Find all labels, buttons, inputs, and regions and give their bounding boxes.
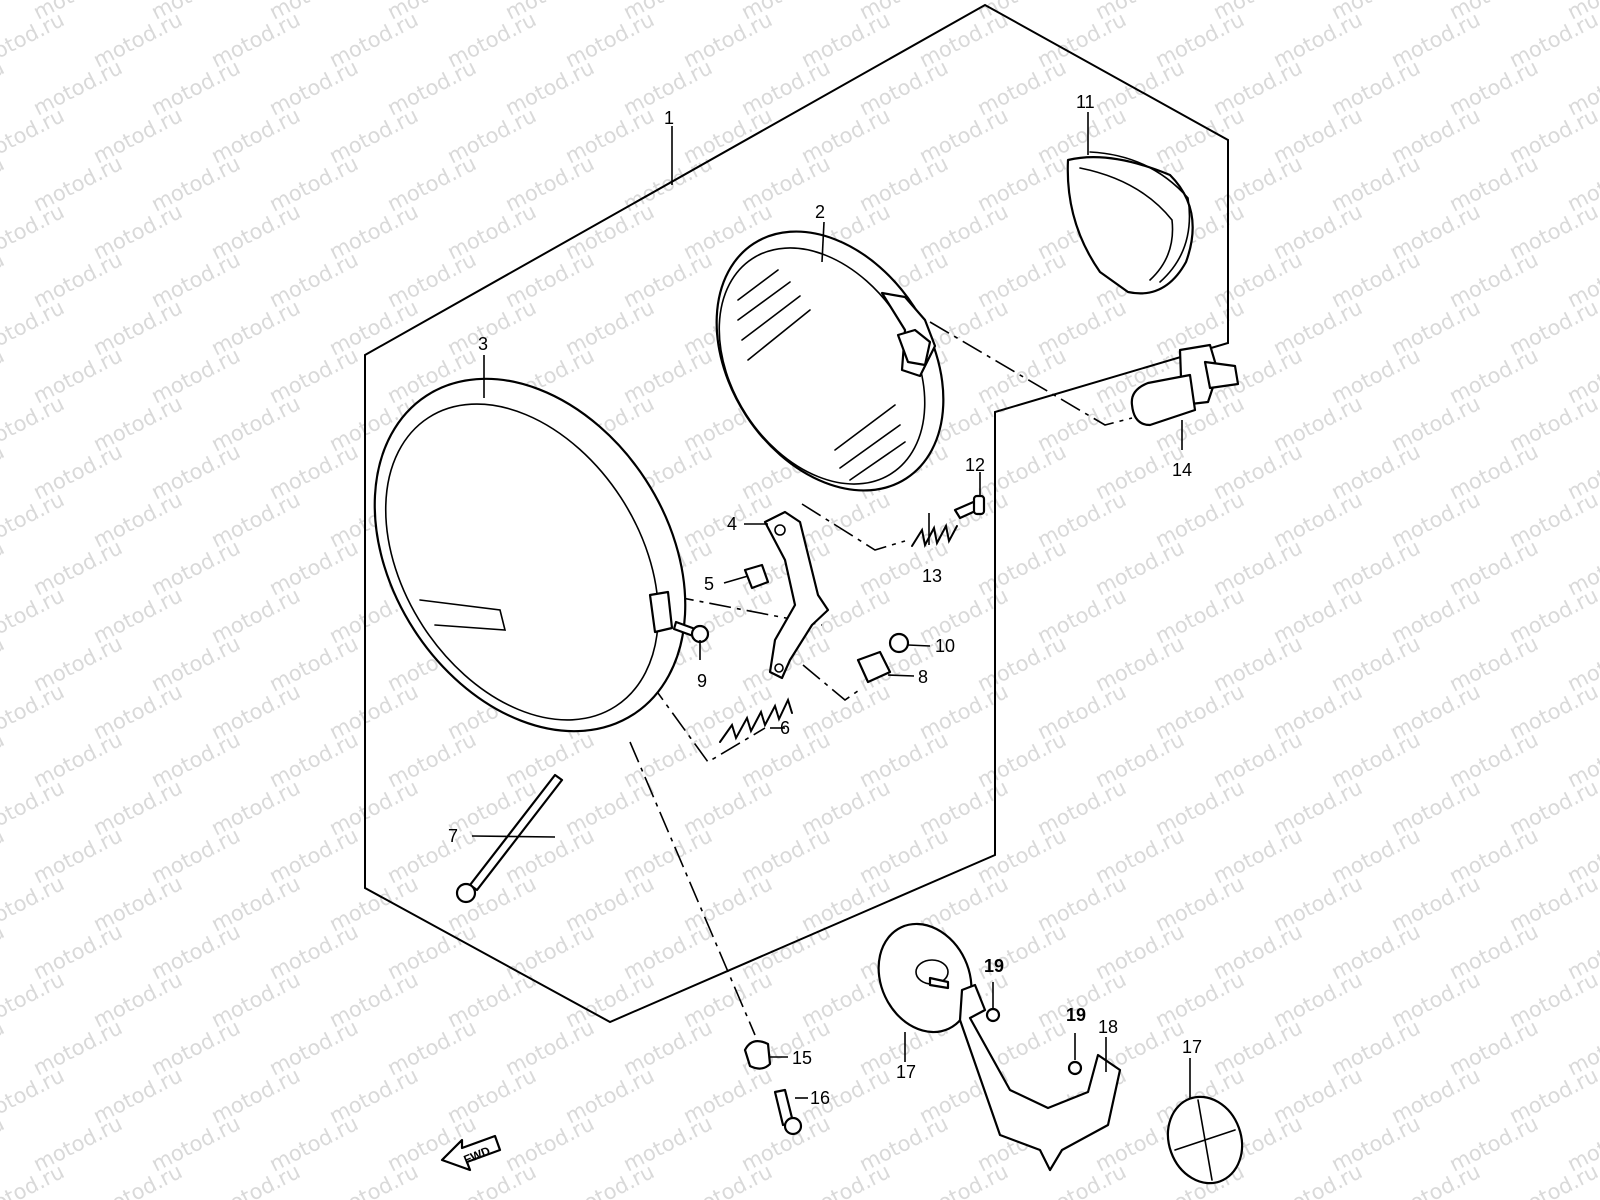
callout-labels: 1 2 3 4 5 6 7 8 9 10 11 12 13 14 15 16 1… <box>448 92 1202 1108</box>
assembly-lines <box>629 321 1133 1036</box>
watermark-text: motod.ru <box>0 343 8 408</box>
callout-2: 2 <box>815 202 825 222</box>
bulb-part <box>1130 343 1240 427</box>
callout-19-upper: 19 <box>984 956 1004 976</box>
watermark-text: motod.ru <box>0 871 68 936</box>
watermark-text: motod.ru <box>89 1159 186 1200</box>
callout-15: 15 <box>792 1048 812 1068</box>
watermark-text: motod.ru <box>1505 1159 1600 1200</box>
watermark-text: motod.ru <box>0 583 68 648</box>
watermark-text: motod.ru <box>0 103 68 168</box>
callout-6: 6 <box>780 718 790 738</box>
watermark-text: motod.ru <box>0 919 8 984</box>
watermark-text: motod.ru <box>0 1063 68 1128</box>
assembly-boundary <box>364 3 1229 1024</box>
callout-18: 18 <box>1098 1017 1118 1037</box>
watermark-text: motod.ru <box>325 1159 422 1200</box>
watermark-text: motod.ru <box>0 0 8 24</box>
watermark-text: motod.ru <box>0 199 68 264</box>
bolt-16-part <box>773 1088 803 1136</box>
watermark-text: motod.ru <box>0 247 8 312</box>
watermark-text: motod.ru <box>0 967 68 1032</box>
callout-17-right: 17 <box>1182 1037 1202 1057</box>
watermark-text: motod.ru <box>0 55 8 120</box>
callout-8: 8 <box>918 667 928 687</box>
watermark-text: motod.ru <box>679 1159 776 1200</box>
spring-13-part <box>911 523 958 548</box>
callout-10: 10 <box>935 636 955 656</box>
rim-part <box>373 377 687 733</box>
watermark-text: motod.ru <box>1387 1159 1484 1200</box>
watermark-text: motod.ru <box>797 1159 894 1200</box>
callout-9: 9 <box>697 671 707 691</box>
headlamp-unit-part <box>715 230 945 492</box>
reflector-right-part <box>1166 1095 1244 1185</box>
grommet-part <box>743 1039 772 1070</box>
watermark-text: motod.ru <box>0 823 8 888</box>
watermark-text: motod.ru <box>0 535 8 600</box>
watermark-text: motod.ru <box>0 487 68 552</box>
callout-14: 14 <box>1172 460 1192 480</box>
watermark-text: motod.ru <box>0 439 8 504</box>
watermark-text: motod.ru <box>0 775 68 840</box>
watermark-text: motod.ru <box>0 1015 8 1080</box>
callout-16: 16 <box>810 1088 830 1108</box>
screw-12-part <box>953 494 986 520</box>
watermark-text: motod.ru <box>0 727 8 792</box>
watermark-text: motod.ru <box>0 7 68 72</box>
callout-3: 3 <box>478 334 488 354</box>
nut-19-parts <box>985 1007 1083 1076</box>
leader-lines <box>471 112 1191 1099</box>
watermark-text: motod.ru <box>0 295 68 360</box>
callout-7: 7 <box>448 826 458 846</box>
callout-4: 4 <box>727 514 737 534</box>
callout-1: 1 <box>664 108 674 128</box>
callout-13: 13 <box>922 566 942 586</box>
spring-6-part <box>719 697 793 743</box>
watermark-text: motod.ru <box>915 1159 1012 1200</box>
cap-part <box>1066 151 1194 295</box>
callout-5: 5 <box>704 574 714 594</box>
watermark-text: motod.ru <box>0 391 68 456</box>
nut-8-part <box>856 650 892 684</box>
long-screw-part <box>455 773 564 904</box>
nut-10-part <box>888 632 910 654</box>
reflector-left-part <box>877 922 973 1034</box>
watermark-text: motod.ru <box>0 151 8 216</box>
watermark-text: motod.ru <box>207 1159 304 1200</box>
watermark-text: motod.ru <box>0 631 8 696</box>
watermark-text: motod.ru <box>0 679 68 744</box>
nut-5-part <box>743 563 770 590</box>
bracket-18-part <box>958 983 1122 1172</box>
bracket-part <box>763 510 830 680</box>
watermark-text: motod.ru <box>1269 1159 1366 1200</box>
watermark-text: motod.ru <box>0 1111 8 1176</box>
watermark-text: motod.ru <box>561 1159 658 1200</box>
callout-12: 12 <box>965 455 985 475</box>
callout-11: 11 <box>1076 92 1095 112</box>
callout-17-left: 17 <box>896 1062 916 1082</box>
callout-19-lower: 19 <box>1066 1005 1086 1025</box>
